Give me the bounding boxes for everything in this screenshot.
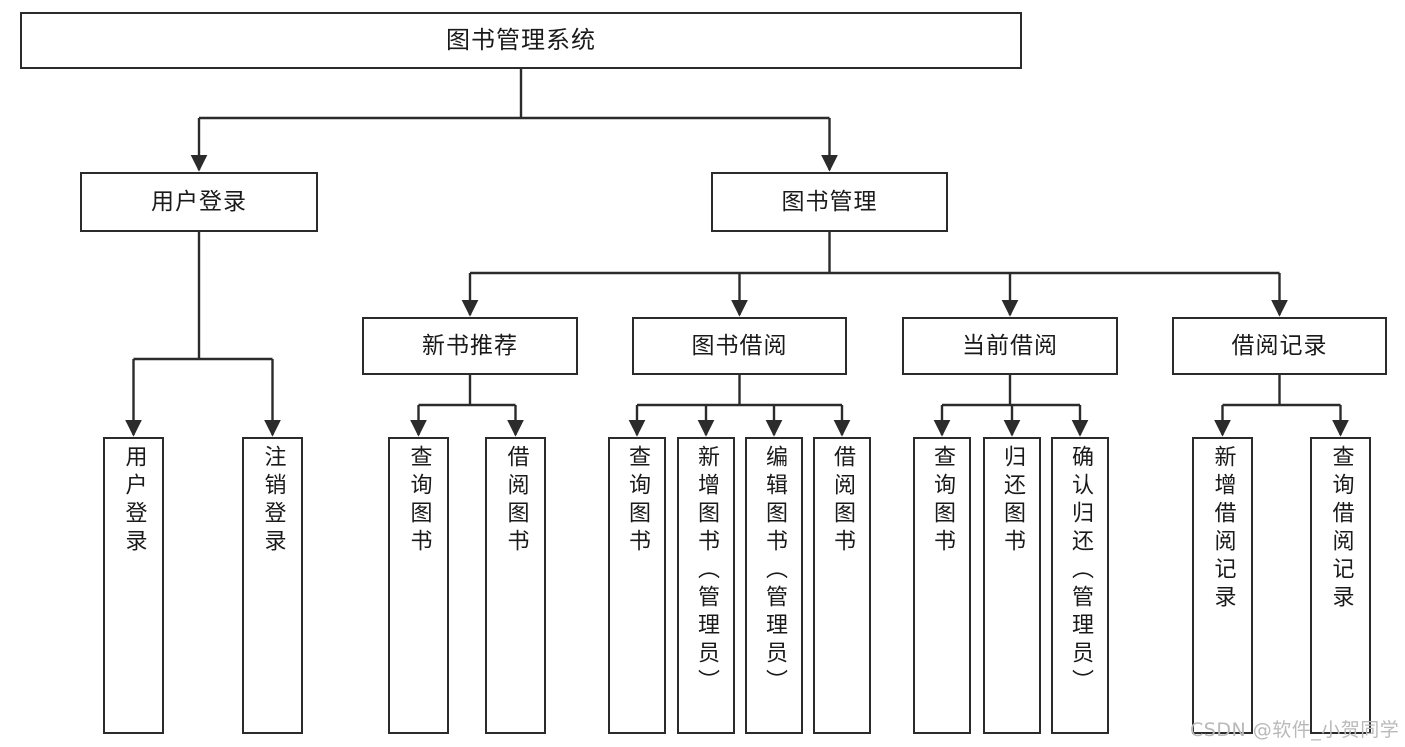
leaf-confirm-return-label: 确认归还（管理员） — [1068, 445, 1093, 697]
leaf-query-book-1-label: 查询图书 — [406, 445, 432, 557]
node-new-book-recommend-label: 新书推荐 — [422, 332, 518, 359]
node-book-borrow-label: 图书借阅 — [691, 332, 788, 359]
leaf-borrow-book-2-label: 借阅图书 — [830, 445, 855, 557]
leaf-borrow-book-1-label: 借阅图书 — [503, 445, 529, 557]
leaf-query-book-2-label: 查询图书 — [625, 445, 650, 557]
leaf-user-login-label: 用户登录 — [121, 445, 147, 557]
node-current-borrow-label: 当前借阅 — [962, 332, 1058, 359]
leaf-return-book-label: 归还图书 — [1000, 445, 1025, 557]
node-root-label: 图书管理系统 — [446, 25, 596, 54]
leaf-query-record-label: 查询借阅记录 — [1328, 445, 1354, 613]
node-user-login[interactable]: 用户登录 — [80, 172, 318, 232]
leaf-query-book-1[interactable]: 查询图书 — [388, 437, 449, 734]
leaf-add-book-label: 新增图书（管理员） — [694, 445, 719, 697]
node-book-manage-label: 图书管理 — [781, 188, 878, 215]
node-book-borrow[interactable]: 图书借阅 — [632, 317, 847, 375]
leaf-borrow-book-1[interactable]: 借阅图书 — [485, 437, 546, 734]
leaf-return-book[interactable]: 归还图书 — [983, 437, 1041, 734]
node-new-book-recommend[interactable]: 新书推荐 — [362, 317, 578, 375]
leaf-logout[interactable]: 注销登录 — [242, 437, 303, 734]
leaf-user-login[interactable]: 用户登录 — [103, 437, 164, 734]
leaf-add-book[interactable]: 新增图书（管理员） — [677, 437, 735, 734]
leaf-add-record-label: 新增借阅记录 — [1210, 445, 1236, 613]
node-borrow-record[interactable]: 借阅记录 — [1172, 317, 1387, 375]
leaf-query-book-2[interactable]: 查询图书 — [608, 437, 666, 734]
node-user-login-label: 用户登录 — [151, 188, 247, 215]
leaf-logout-label: 注销登录 — [260, 445, 286, 557]
leaf-query-book-3-label: 查询图书 — [930, 445, 955, 557]
leaf-query-book-3[interactable]: 查询图书 — [913, 437, 971, 734]
node-borrow-record-label: 借阅记录 — [1231, 332, 1328, 359]
leaf-add-record[interactable]: 新增借阅记录 — [1192, 437, 1253, 734]
node-current-borrow[interactable]: 当前借阅 — [902, 317, 1118, 375]
leaf-query-record[interactable]: 查询借阅记录 — [1310, 437, 1371, 734]
node-root[interactable]: 图书管理系统 — [20, 12, 1022, 69]
leaf-edit-book[interactable]: 编辑图书（管理员） — [745, 437, 803, 734]
leaf-confirm-return[interactable]: 确认归还（管理员） — [1051, 437, 1109, 734]
leaf-edit-book-label: 编辑图书（管理员） — [762, 445, 787, 697]
node-book-manage[interactable]: 图书管理 — [711, 172, 948, 232]
leaf-borrow-book-2[interactable]: 借阅图书 — [813, 437, 871, 734]
watermark: CSDN @软件_小贺同学 — [1190, 719, 1400, 741]
